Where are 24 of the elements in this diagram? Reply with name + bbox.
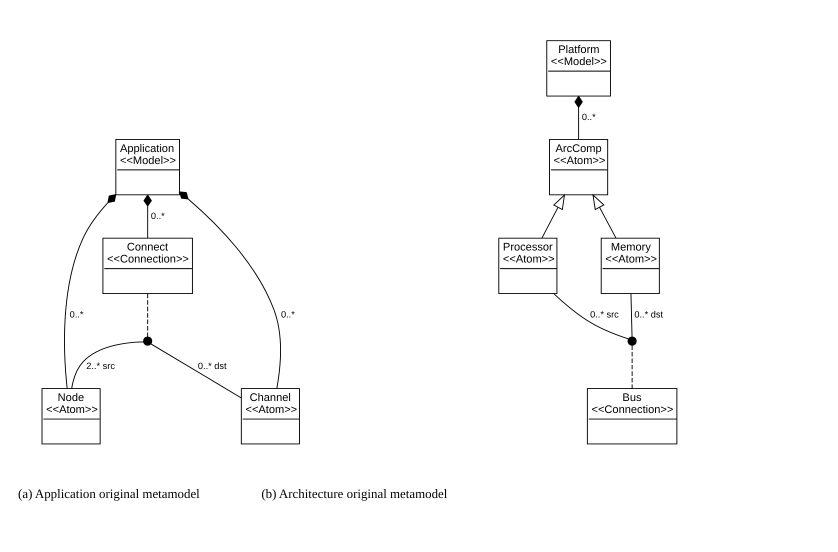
edge-label: 0..*: [150, 210, 165, 221]
arrow: [541, 194, 566, 239]
connector: [179, 191, 281, 389]
arrow: [592, 194, 616, 239]
connector: [150, 343, 242, 398]
edge-label: 0..*: [70, 310, 84, 320]
edge-label: 0..* src: [590, 310, 619, 320]
edge-label: 2..* src: [86, 361, 115, 372]
edge-label: 0..*: [281, 310, 295, 320]
node-circle: [143, 336, 152, 346]
label: (a) Application original metamodel: [18, 486, 200, 502]
node-circle: [628, 336, 637, 346]
connector: [574, 95, 583, 140]
edge-label: 0..*: [582, 112, 596, 122]
connector: [630, 293, 632, 338]
edge-label: 0..* dst: [634, 310, 664, 320]
connector: [71, 341, 144, 390]
label: (b) Architecture original metamodel: [261, 486, 448, 502]
connector: [632, 345, 633, 389]
connector: [554, 293, 629, 340]
connector: [64, 194, 116, 389]
edge-label: 0..* dst: [198, 361, 227, 372]
connector: [143, 194, 152, 239]
connector: [147, 293, 148, 338]
